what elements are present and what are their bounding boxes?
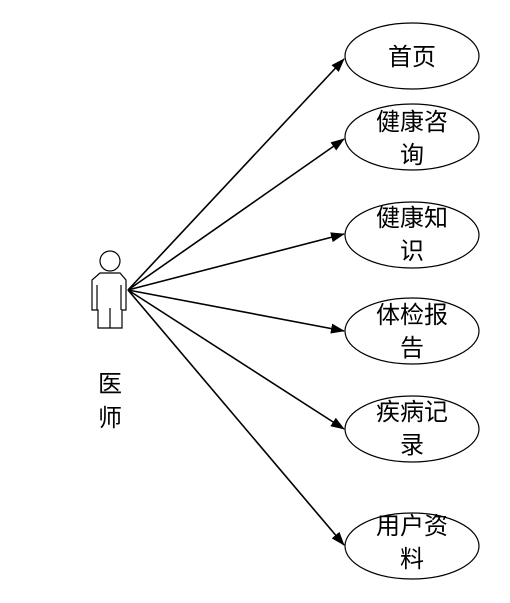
use-case-2-ellipse [344, 103, 480, 171]
use-case-3-label-line1: 健康知 [376, 204, 448, 232]
arrow-to-use-case-1 [127, 58, 345, 291]
use-case-2-label-line1: 健康咨 [376, 108, 448, 136]
use-case-4[interactable]: 体检报 告 [344, 297, 480, 365]
use-case-5-label-line2: 录 [400, 431, 424, 459]
arrow-to-use-case-4 [127, 289, 345, 334]
use-case-4-label-line2: 告 [400, 334, 424, 362]
association-arrows [127, 58, 345, 546]
use-case-3-label-line2: 识 [400, 237, 424, 265]
use-case-1[interactable]: 首页 [344, 22, 480, 90]
arrow-to-use-case-6 [127, 289, 345, 546]
arrow-to-use-case-3 [127, 232, 345, 291]
use-case-4-ellipse [344, 297, 480, 365]
actor-figure [91, 250, 127, 329]
actor-head [99, 250, 121, 272]
use-case-1-label: 首页 [388, 43, 436, 71]
arrow-to-use-case-5 [127, 289, 345, 430]
use-case-3-ellipse [344, 201, 480, 269]
use-case-5-label-line1: 疾病记 [376, 398, 448, 426]
arrow-to-use-case-2 [127, 138, 345, 291]
use-case-6-ellipse [344, 512, 480, 580]
use-case-6-label-line1: 用户资 [376, 512, 448, 540]
use-case-1-ellipse [344, 22, 480, 90]
use-case-2-label-line2: 询 [400, 141, 424, 169]
actor-body-icon [91, 272, 127, 329]
use-case-6-label-line2: 料 [400, 545, 424, 573]
use-case-5-ellipse [344, 395, 480, 463]
use-case-2[interactable]: 健康咨 询 [344, 103, 480, 171]
actor-label-line2: 师 [98, 404, 122, 432]
use-case-3[interactable]: 健康知 识 [344, 201, 480, 269]
use-case-4-label-line1: 体检报 [376, 301, 448, 329]
use-case-6[interactable]: 用户资 料 [344, 512, 480, 580]
use-case-5[interactable]: 疾病记 录 [344, 395, 480, 463]
actor-label-line1: 医 [98, 370, 122, 398]
